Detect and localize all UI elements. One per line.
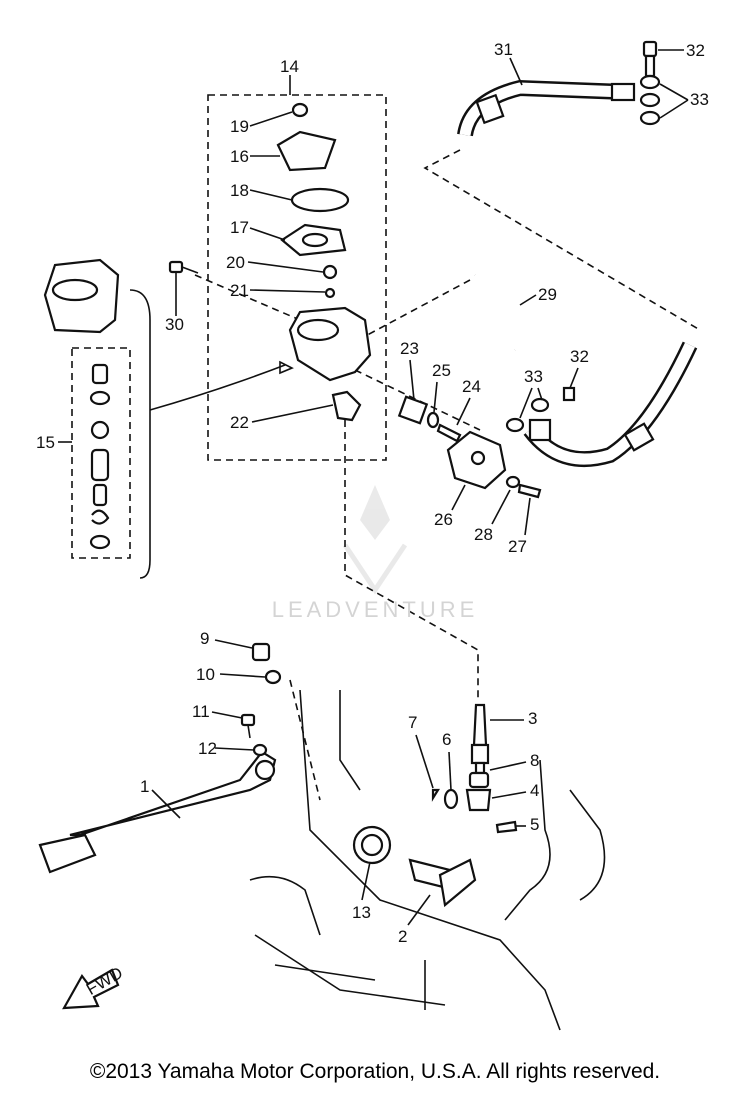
callout-20: 20 xyxy=(226,253,245,272)
callout-15: 15 xyxy=(36,433,55,452)
callout-14: 14 xyxy=(280,57,299,76)
callout-23: 23 xyxy=(400,339,419,358)
callout-19: 19 xyxy=(230,117,249,136)
callout-16: 16 xyxy=(230,147,249,166)
callouts: 14 19 16 18 17 20 21 30 22 15 31 32 33 2… xyxy=(36,40,709,946)
assembly-box-15 xyxy=(71,347,131,559)
copyright-notice: ©2013 Yamaha Motor Corporation, U.S.A. A… xyxy=(89,1060,661,1083)
callout-32-top: 32 xyxy=(686,41,705,60)
callout-10: 10 xyxy=(196,665,215,684)
callout-25: 25 xyxy=(432,361,451,380)
callout-32-right: 32 xyxy=(570,347,589,366)
union-bolt-top xyxy=(639,40,661,126)
callout-13: 13 xyxy=(352,903,371,922)
callout-30: 30 xyxy=(165,315,184,334)
callout-7: 7 xyxy=(408,713,417,732)
fwd-arrow-icon: FWD xyxy=(62,963,126,1010)
watermark-logo xyxy=(342,485,408,595)
callout-18: 18 xyxy=(230,181,249,200)
callout-26: 26 xyxy=(434,510,453,529)
brake-pedal xyxy=(38,750,277,874)
brake-hose-right xyxy=(505,341,698,468)
callout-12: 12 xyxy=(198,739,217,758)
callout-4: 4 xyxy=(530,781,539,800)
hose-31 xyxy=(457,79,636,137)
callout-31: 31 xyxy=(494,40,513,59)
junction-parts xyxy=(397,395,542,499)
reservoir xyxy=(43,258,120,334)
callout-3: 3 xyxy=(528,709,537,728)
callout-8: 8 xyxy=(530,751,539,770)
fwd-label: FWD xyxy=(83,963,126,999)
callout-2: 2 xyxy=(398,927,407,946)
pedal-shaft xyxy=(352,825,477,908)
piston-kit xyxy=(89,363,111,550)
callout-6: 6 xyxy=(442,730,451,749)
brake-pipe-29 xyxy=(474,273,538,352)
callout-17: 17 xyxy=(230,218,249,237)
callout-22: 22 xyxy=(230,413,249,432)
cap-assembly xyxy=(276,102,372,422)
callout-29: 29 xyxy=(538,285,557,304)
bolt-30 xyxy=(168,260,199,274)
callout-21: 21 xyxy=(230,281,249,300)
callout-33-top: 33 xyxy=(690,90,709,109)
callout-1: 1 xyxy=(140,777,149,796)
frame-outline xyxy=(249,689,606,1031)
watermark-text: LEADVENTURE xyxy=(271,597,479,622)
assembly-box-14 xyxy=(207,94,387,461)
callout-11: 11 xyxy=(192,702,210,721)
callout-28: 28 xyxy=(474,525,493,544)
callout-5: 5 xyxy=(530,815,539,834)
callout-27: 27 xyxy=(508,537,527,556)
callout-33-right: 33 xyxy=(524,367,543,386)
bolts-left xyxy=(240,642,282,757)
callout-9: 9 xyxy=(200,629,209,648)
callout-24: 24 xyxy=(462,377,481,396)
brake-rod xyxy=(431,703,518,834)
